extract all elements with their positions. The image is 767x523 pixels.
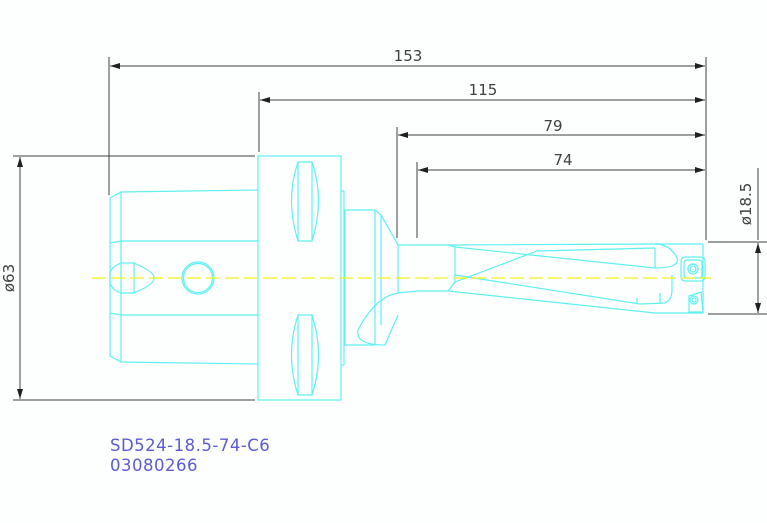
svg-text:115: 115 — [469, 81, 498, 99]
dimension-body-diameter: ø63 — [0, 155, 255, 401]
part-number-label: SD524-18.5-74-C6 — [110, 436, 271, 455]
svg-text:79: 79 — [543, 117, 562, 135]
dimension-74: 74 — [416, 151, 705, 238]
dimension-79: 79 — [396, 117, 705, 238]
order-code-label: 03080266 — [110, 456, 198, 475]
tool-collar — [344, 209, 399, 346]
svg-text:ø63: ø63 — [0, 264, 18, 292]
svg-text:ø18.5: ø18.5 — [737, 183, 755, 226]
drill-body — [397, 243, 704, 314]
svg-text:153: 153 — [394, 47, 423, 65]
dimension-153: 153 — [108, 47, 707, 240]
dimension-drill-diameter: ø18.5 — [708, 168, 767, 315]
insert-outer — [680, 256, 706, 282]
svg-text:74: 74 — [553, 151, 572, 169]
dimension-115: 115 — [258, 81, 705, 152]
insert-inner — [688, 291, 704, 313]
